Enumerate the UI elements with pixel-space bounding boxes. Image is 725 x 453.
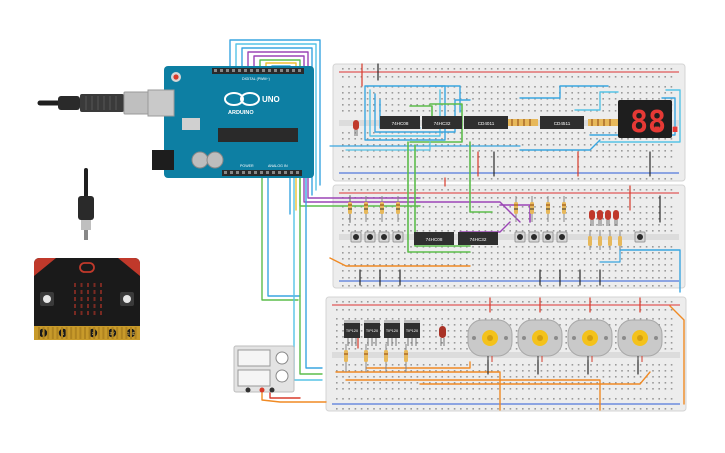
middle-leds — [589, 210, 619, 226]
resistor — [562, 202, 566, 214]
seven-segment-digit-1: 8. — [630, 105, 666, 140]
resistor — [598, 236, 602, 246]
svg-text:TIP120: TIP120 — [346, 329, 358, 333]
pushbutton-icon[interactable] — [350, 231, 362, 243]
resistor — [588, 236, 592, 246]
svg-text:74HC08: 74HC08 — [392, 121, 409, 126]
led-icon — [353, 120, 359, 136]
chip-top-cd4511[interactable]: CD4511 — [540, 116, 584, 129]
resistor — [404, 350, 408, 362]
chip-top-74hc08[interactable]: 74HC08 — [380, 116, 420, 129]
resistor — [384, 350, 388, 362]
svg-text:TIP120: TIP120 — [386, 329, 398, 333]
transistor-tip120[interactable]: TIP120 — [384, 320, 400, 346]
pushbutton-icon[interactable] — [634, 231, 646, 243]
usb-cable-icon — [37, 91, 151, 115]
dc-motor-icon[interactable] — [567, 319, 613, 362]
micro-usb-cable-icon — [78, 168, 94, 240]
transistor-tip120[interactable]: TIP120 — [344, 320, 360, 346]
resistor — [618, 236, 622, 246]
led-icon — [439, 326, 446, 346]
resistor — [608, 236, 612, 246]
svg-text:74HC32: 74HC32 — [470, 237, 487, 242]
arduino-power-label: POWER — [240, 164, 254, 168]
pushbutton-icon[interactable] — [392, 231, 404, 243]
svg-text:74HC08: 74HC08 — [426, 237, 443, 242]
bottom-resistors — [344, 344, 408, 372]
resistor — [514, 202, 518, 214]
svg-text:TIP120: TIP120 — [406, 329, 418, 333]
pushbutton-icon[interactable] — [364, 231, 376, 243]
svg-text:TIP120: TIP120 — [366, 329, 378, 333]
transistor-row: TIP120 TIP120 TIP120 TIP120 — [344, 320, 420, 346]
led-icon — [613, 210, 619, 220]
svg-text:CD4511: CD4511 — [554, 121, 571, 126]
pushbutton-icon[interactable] — [378, 231, 390, 243]
seven-segment-digit-2: 8. — [648, 105, 684, 140]
chip-middle-74hc32[interactable]: 74HC32 — [458, 232, 498, 245]
resistor — [530, 202, 534, 214]
microbit-board[interactable]: 0123VGND — [34, 258, 140, 340]
svg-text:CD4011: CD4011 — [478, 121, 495, 126]
chip-top-cd4011[interactable]: CD4011 — [464, 116, 508, 129]
seven-segment-display[interactable]: 8. 8. — [618, 100, 684, 140]
arduino-logo — [224, 92, 260, 106]
arduino-uno-board[interactable]: UNO ARDUINO DIGITAL (PWM~) POWER ANALOG … — [147, 66, 314, 178]
breadboard-middle[interactable] — [332, 184, 686, 289]
middle-resistors — [348, 196, 622, 250]
battery-pack-icon[interactable] — [233, 345, 295, 393]
transistor-tip120[interactable]: TIP120 — [364, 320, 380, 346]
microbit-logo — [79, 262, 95, 273]
chip-middle-74hc08[interactable]: 74HC08 — [414, 232, 454, 245]
microbit-pin-label: 1 — [62, 331, 65, 336]
top-chip-row: 74HC08 74HC32 CD4011 CD4511 — [380, 116, 584, 129]
resistor — [348, 202, 352, 214]
pushbutton-icon[interactable] — [528, 231, 540, 243]
resistor — [546, 202, 550, 214]
svg-text:74HC32: 74HC32 — [434, 121, 451, 126]
dc-motor-icon[interactable] — [617, 319, 663, 362]
chip-top-74hc32[interactable]: 74HC32 — [422, 116, 462, 129]
dc-motors — [467, 319, 663, 362]
middle-chip-row: 74HC08 74HC32 — [414, 232, 498, 245]
pushbutton-icon[interactable] — [556, 231, 568, 243]
pushbuttons[interactable] — [350, 231, 646, 243]
dc-motor-icon[interactable] — [517, 319, 563, 362]
dc-motor-icon[interactable] — [467, 319, 513, 362]
resistor — [396, 202, 400, 214]
arduino-model-label: UNO — [262, 95, 280, 104]
transistor-tip120[interactable]: TIP120 — [404, 320, 420, 346]
resistor — [364, 350, 368, 362]
resistor — [344, 350, 348, 362]
pushbutton-icon[interactable] — [542, 231, 554, 243]
led-icon — [589, 210, 595, 220]
led-icon — [605, 210, 611, 220]
microbit-button-b[interactable] — [120, 292, 134, 306]
led-icon — [597, 210, 603, 220]
arduino-brand-label: ARDUINO — [228, 110, 254, 116]
resistor-array-top — [508, 119, 618, 126]
arduino-digital-header-label: DIGITAL (PWM~) — [242, 77, 270, 81]
resistor — [364, 202, 368, 214]
pushbutton-icon[interactable] — [514, 231, 526, 243]
microbit-button-a[interactable] — [40, 292, 54, 306]
resistor — [380, 202, 384, 214]
arduino-analog-label: ANALOG IN — [268, 164, 288, 168]
